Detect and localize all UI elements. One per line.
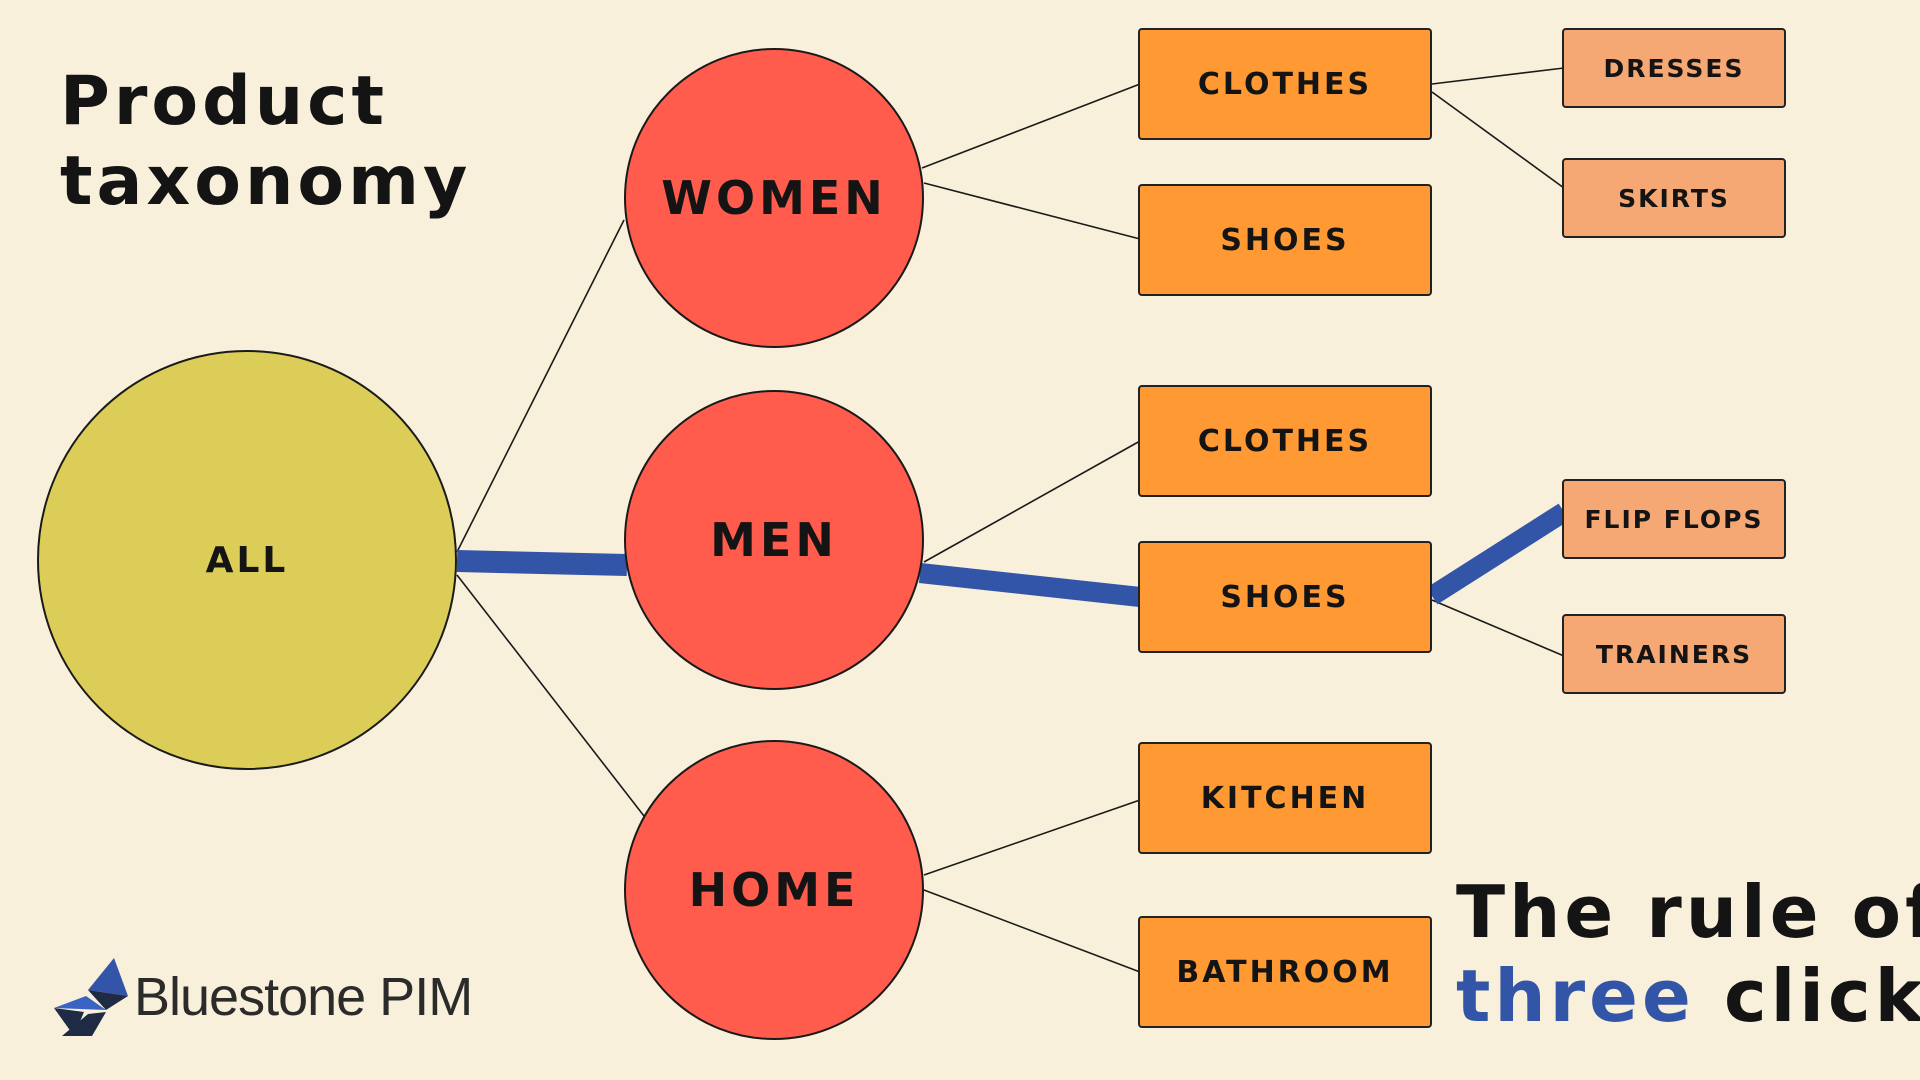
node-home-kitchen: KITCHEN: [1138, 742, 1432, 854]
node-women-clothes-label: CLOTHES: [1197, 66, 1373, 102]
node-all-label: ALL: [205, 539, 289, 581]
node-women-label: WOMEN: [661, 171, 887, 225]
node-skirts: SKIRTS: [1562, 158, 1786, 238]
logo-text: Bluestone PIM: [134, 967, 473, 1027]
tagline-highlight: three: [1456, 954, 1695, 1038]
path-all-men: [456, 550, 628, 576]
node-men-clothes-label: CLOTHES: [1197, 423, 1373, 459]
tagline-end: clicks: [1723, 954, 1920, 1038]
tagline-line-2: three clicks: [1456, 954, 1920, 1038]
edge-men-clothes: [923, 440, 1141, 563]
edge-all-home: [456, 574, 645, 817]
edge-home-bathroom: [923, 889, 1141, 973]
bluestone-logo: Bluestone PIM: [48, 952, 473, 1042]
node-skirts-label: SKIRTS: [1618, 183, 1730, 213]
node-home-label: HOME: [688, 863, 860, 917]
node-flip-flops-label: FLIP FLOPS: [1584, 504, 1764, 534]
node-home-bathroom: BATHROOM: [1138, 916, 1432, 1028]
edge-women-shoes: [923, 182, 1141, 240]
title-line-2: taxonomy: [60, 142, 472, 221]
node-women-clothes: CLOTHES: [1138, 28, 1432, 140]
tagline-line-1: The rule of: [1456, 870, 1920, 954]
node-women: WOMEN: [624, 48, 924, 348]
node-home-bathroom-label: BATHROOM: [1176, 954, 1394, 990]
node-men-label: MEN: [710, 513, 838, 567]
rule-of-three-tagline: The rule of three clicks: [1456, 870, 1920, 1038]
node-men: MEN: [624, 390, 924, 690]
edge-women-clothes: [921, 83, 1141, 169]
node-men-shoes-label: SHOES: [1220, 579, 1350, 615]
node-home-kitchen-label: KITCHEN: [1200, 780, 1370, 816]
node-home: HOME: [624, 740, 924, 1040]
edge-home-kitchen: [923, 799, 1141, 876]
edge-clothes-dresses: [1431, 67, 1565, 85]
page-title: Product taxonomy: [60, 62, 471, 222]
node-men-shoes: SHOES: [1138, 541, 1432, 653]
node-trainers: TRAINERS: [1562, 614, 1786, 694]
edge-clothes-skirts: [1431, 91, 1565, 189]
node-dresses-label: DRESSES: [1603, 53, 1745, 83]
edge-all-women: [456, 219, 625, 553]
node-all: ALL: [37, 350, 457, 770]
node-men-clothes: CLOTHES: [1138, 385, 1432, 497]
node-flip-flops: FLIP FLOPS: [1562, 479, 1786, 559]
bluestone-mark-icon: [54, 958, 128, 1036]
node-trainers-label: TRAINERS: [1595, 639, 1753, 669]
path-shoes-flipflops: [1426, 503, 1570, 605]
edge-shoes-trainers: [1431, 599, 1565, 657]
node-women-shoes: SHOES: [1138, 184, 1432, 296]
node-women-shoes-label: SHOES: [1220, 222, 1350, 258]
node-dresses: DRESSES: [1562, 28, 1786, 108]
title-line-1: Product: [60, 62, 388, 141]
path-men-shoes: [918, 563, 1142, 607]
